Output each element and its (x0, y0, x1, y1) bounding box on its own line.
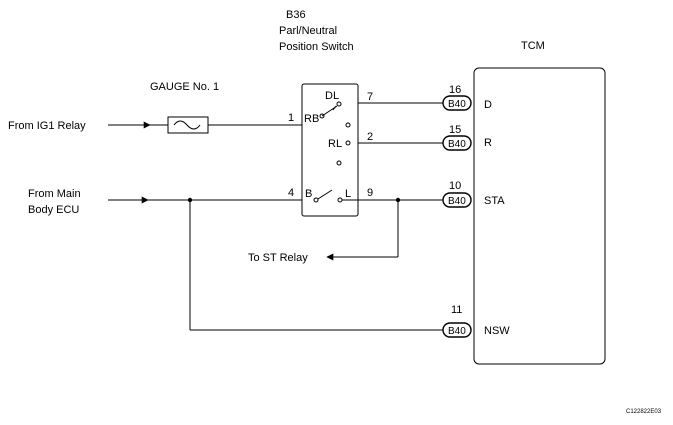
switch-name-line2: Position Switch (279, 41, 354, 53)
contact-low (336, 160, 342, 166)
from-ig1-relay-label: From IG1 Relay (8, 120, 86, 132)
tcm-box (473, 67, 606, 365)
junction-main (187, 197, 193, 203)
connector-b40-sta-label: B40 (448, 196, 466, 207)
pin-4: 4 (288, 187, 294, 199)
tcm-terminal-d: D (484, 99, 492, 111)
fuse-label: GAUGE No. 1 (150, 81, 219, 93)
connector-b40-r-label: B40 (448, 139, 466, 150)
connector-b40-d-label: B40 (448, 99, 466, 110)
connector-b40-nsw-label: B40 (448, 326, 466, 337)
terminal-l: L (345, 188, 351, 200)
wiper-tick (332, 105, 337, 111)
position-switch-box (301, 83, 359, 217)
terminal-dl: DL (325, 90, 339, 102)
contact-dl (336, 101, 342, 107)
tcm-pin-11: 11 (451, 304, 462, 316)
tcm-terminal-r: R (484, 137, 492, 149)
contact-rl (345, 140, 351, 146)
contact-b (313, 197, 319, 203)
from-main-body-ecu-line1: From Main (28, 188, 81, 200)
fuse-symbol (167, 116, 209, 134)
tcm-terminal-sta: STA (484, 195, 505, 207)
contact-l (337, 197, 343, 203)
tcm-title: TCM (521, 40, 545, 52)
bl-switch-blade (317, 189, 333, 200)
terminal-rl: RL (328, 138, 342, 150)
tcm-terminal-nsw: NSW (484, 325, 510, 337)
to-st-relay-label: To ST Relay (248, 252, 308, 264)
tcm-pin-16: 16 (449, 84, 461, 96)
connector-b40-nsw (442, 322, 472, 338)
terminal-rb: RB (304, 113, 319, 125)
from-main-body-ecu-line2: Body ECU (28, 204, 79, 216)
connector-b40-r (442, 135, 472, 151)
pin-2: 2 (367, 131, 373, 143)
pin-1: 1 (288, 112, 294, 124)
connector-b40-sta (442, 192, 472, 208)
switch-name-line1: Parl/Neutral (279, 25, 337, 37)
tcm-pin-10: 10 (449, 180, 461, 192)
terminal-b: B (305, 188, 312, 200)
tcm-pin-15: 15 (449, 124, 461, 136)
contact-mid (345, 122, 351, 128)
figure-code: C122822E03 (626, 409, 662, 415)
junction-sta (395, 197, 401, 203)
pin-9: 9 (367, 187, 373, 199)
switch-code: B36 (286, 9, 306, 21)
pin-7: 7 (367, 91, 373, 103)
connector-b40-d (442, 95, 472, 111)
